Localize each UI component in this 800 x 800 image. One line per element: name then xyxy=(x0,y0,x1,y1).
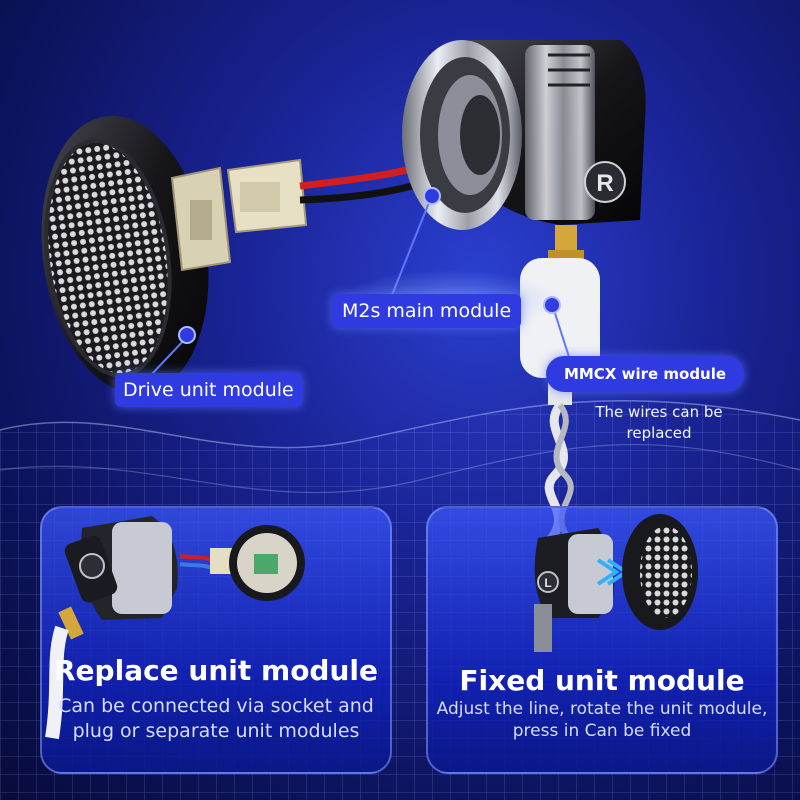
main-module-body: R xyxy=(402,40,646,230)
replace-unit-description: Can be connected via socket and plug or … xyxy=(58,695,374,742)
fixed-unit-description: Adjust the line, rotate the unit module,… xyxy=(436,699,768,741)
wires-replaced-note: The wires can be replaced xyxy=(595,403,723,442)
fixed-unit-title: Fixed unit module xyxy=(459,664,745,697)
main-module-callout: M2s main module xyxy=(332,294,522,328)
right-channel-mark: R xyxy=(596,170,613,197)
plug-connectors xyxy=(170,158,308,272)
fixed-unit-panel: L Fixed unit module Adjust the line, rot… xyxy=(426,506,778,774)
left-channel-mark: L xyxy=(544,576,551,590)
replace-unit-title: Replace unit module xyxy=(54,654,378,687)
drive-unit-callout: Drive unit module xyxy=(115,373,302,407)
fixed-unit-illustration: L xyxy=(534,514,698,652)
replace-unit-panel: Replace unit module Can be connected via… xyxy=(40,506,392,774)
replace-unit-illustration xyxy=(45,516,305,740)
mmcx-wire-callout: MMCX wire module xyxy=(546,356,744,392)
drive-unit-module xyxy=(41,115,209,395)
